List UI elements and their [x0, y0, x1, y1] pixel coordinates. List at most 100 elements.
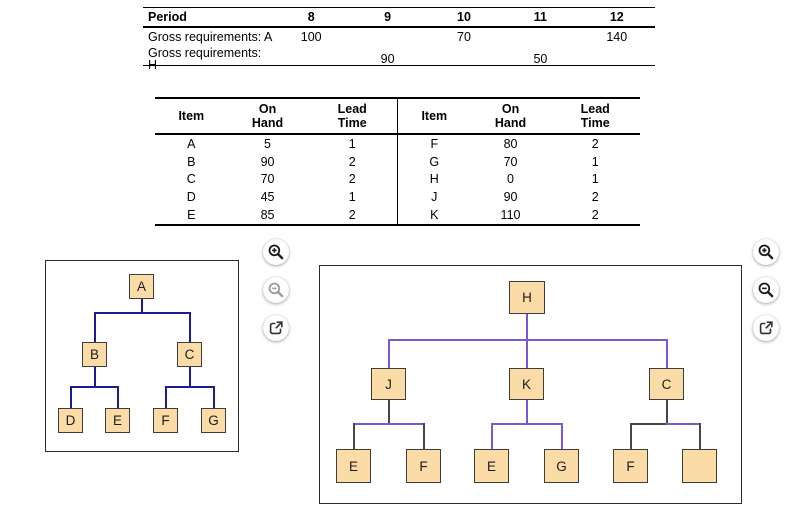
on-hand-value: 85 — [260, 208, 275, 223]
items-column-header: Item — [421, 109, 448, 123]
lead-time-value: 2 — [591, 190, 599, 205]
zoom-out-icon — [267, 281, 285, 299]
open-external-icon — [267, 319, 285, 337]
item-data-row: K 110 2 — [398, 206, 640, 224]
lead-time-value: 1 — [591, 172, 599, 187]
node-E: E — [105, 408, 130, 433]
lead-time-value: 2 — [348, 172, 356, 187]
node-F: F — [406, 449, 441, 483]
on-hand-value: 5 — [264, 136, 271, 151]
node-F: F — [613, 449, 648, 483]
item-code: D — [186, 190, 196, 205]
node-K: K — [509, 368, 544, 400]
zoom-controls-right — [753, 239, 779, 341]
period-header-cell: Period — [148, 9, 187, 24]
item-data-row: A 5 1 — [155, 135, 397, 153]
node-C: C — [177, 342, 202, 367]
lead-time-value: 2 — [348, 154, 356, 169]
connector-line — [491, 423, 493, 449]
connector-line — [141, 299, 143, 312]
connector-line — [353, 423, 424, 425]
node-H: H — [509, 281, 545, 314]
on-hand-value: 80 — [503, 136, 518, 151]
connector-line — [117, 386, 119, 408]
item-code: F — [430, 136, 439, 151]
connector-line — [666, 400, 668, 423]
connector-line — [353, 423, 355, 449]
connector-line — [94, 367, 96, 386]
connector-line — [388, 400, 390, 423]
lead-time-value: 2 — [591, 136, 599, 151]
item-data-row: F 80 2 — [398, 135, 640, 153]
connector-line — [213, 386, 215, 408]
connector-line — [561, 423, 563, 449]
open-external-button[interactable] — [753, 315, 779, 341]
connector-line — [666, 339, 668, 368]
period-column-header: 10 — [457, 9, 471, 24]
zoom-in-icon — [267, 243, 285, 261]
zoom-out-button[interactable] — [263, 277, 289, 303]
connector-line — [70, 386, 72, 408]
connector-line — [189, 312, 191, 342]
connector-line — [423, 423, 425, 449]
connector-line — [189, 367, 191, 386]
items-column-header: On Hand — [251, 102, 284, 130]
requirement-value: 50 — [533, 51, 548, 66]
zoom-in-icon — [757, 243, 775, 261]
on-hand-value: 90 — [260, 154, 275, 169]
zoom-out-icon — [757, 281, 775, 299]
open-external-button[interactable] — [263, 315, 289, 341]
on-hand-value: 45 — [260, 190, 275, 205]
connector-line — [526, 314, 528, 340]
requirement-value: 90 — [380, 51, 395, 66]
zoom-in-button[interactable] — [263, 239, 289, 265]
lead-time-value: 2 — [348, 208, 356, 223]
node-E: E — [336, 449, 371, 483]
period-column-header: 9 — [384, 9, 392, 24]
item-code: E — [187, 208, 196, 223]
connector-line — [526, 339, 528, 368]
period-column-header: 11 — [533, 9, 547, 24]
lead-time-value: 2 — [591, 208, 599, 223]
on-hand-value: 70 — [503, 154, 518, 169]
zoom-in-button[interactable] — [753, 239, 779, 265]
lead-time-value: 1 — [591, 154, 599, 169]
open-external-icon — [757, 319, 775, 337]
connector-line — [666, 423, 700, 425]
connector-line — [165, 386, 214, 388]
lead-time-value: 1 — [348, 136, 356, 151]
item-data-row: H 0 1 — [398, 171, 640, 189]
on-hand-value: 110 — [500, 208, 521, 223]
period-column-header: 12 — [609, 9, 624, 24]
period-column-header: 8 — [307, 9, 315, 24]
node-F: F — [153, 408, 178, 433]
requirement-value: 100 — [300, 30, 322, 44]
period-table-header-row: Period 8 9 10 11 12 — [143, 8, 655, 28]
node-blank — [682, 449, 717, 483]
node-A: A — [129, 274, 154, 299]
requirement-value: 140 — [606, 30, 628, 44]
row-label: Gross requirements: A — [148, 30, 273, 44]
items-column-header: On Hand — [494, 102, 527, 130]
item-code: C — [186, 172, 196, 187]
gross-requirements-row: Gross requirements: H 90 50 — [143, 46, 655, 71]
item-code: A — [187, 136, 196, 151]
item-code: H — [429, 172, 439, 187]
on-hand-value: 90 — [503, 190, 518, 205]
node-D: D — [58, 408, 83, 433]
item-code: K — [430, 208, 439, 223]
connector-line — [630, 423, 632, 449]
node-J: J — [371, 368, 406, 400]
on-hand-value: 0 — [507, 172, 514, 187]
zoom-out-button[interactable] — [753, 277, 779, 303]
row-label: Gross requirements: H — [148, 45, 262, 72]
items-column-header: Lead Time — [337, 102, 367, 130]
